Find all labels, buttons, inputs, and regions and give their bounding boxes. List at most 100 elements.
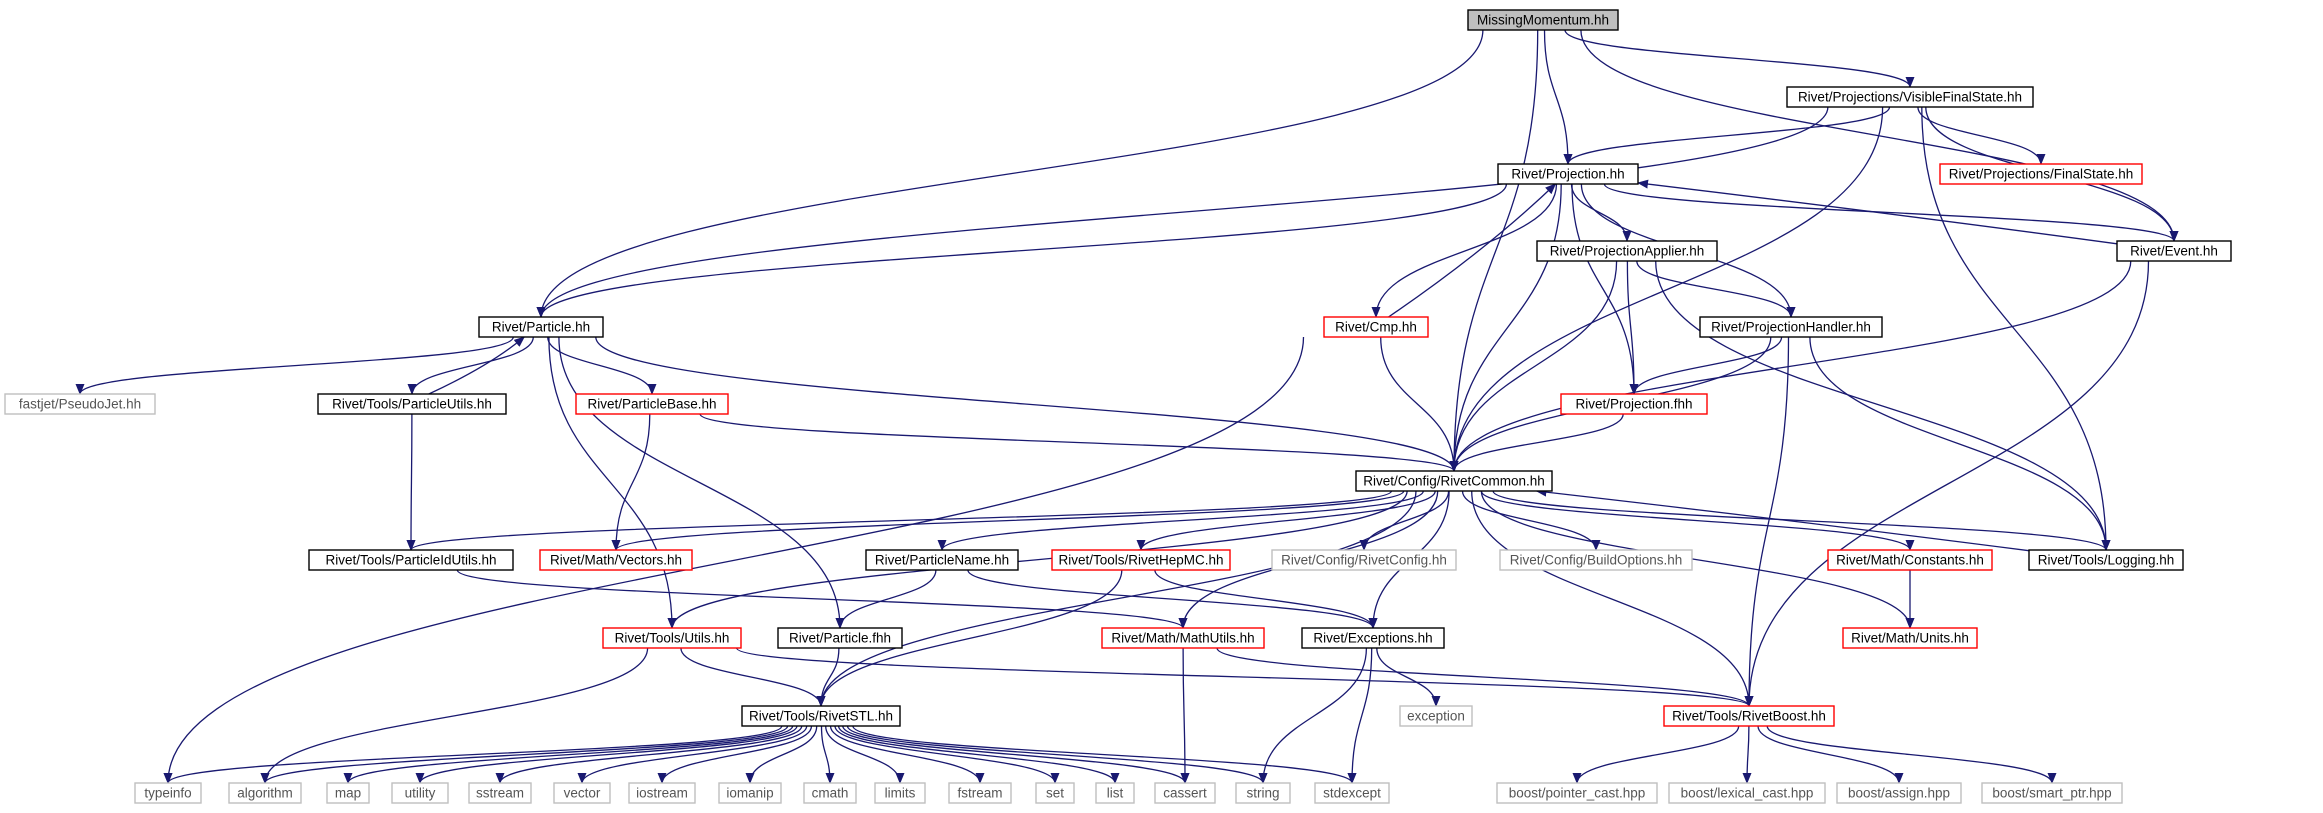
node-pidutils[interactable]: Rivet/Tools/ParticleIdUtils.hh [308, 549, 514, 571]
node-label-particle: Rivet/Particle.hh [492, 320, 590, 335]
edge-putils-to-particle [428, 336, 525, 395]
edge-event-to-proj [1637, 179, 2118, 245]
edge-rboost-to-blexical [1742, 725, 1752, 784]
node-hepmc[interactable]: Rivet/Tools/RivetHepMC.hh [1051, 549, 1231, 571]
node-papp[interactable]: Rivet/ProjectionApplier.hh [1536, 240, 1718, 262]
node-algorithm: algorithm [228, 782, 302, 804]
node-label-rconfig: Rivet/Config/RivetConfig.hh [1281, 553, 1447, 568]
node-label-fs: Rivet/Projections/FinalState.hh [1949, 167, 2134, 182]
node-box-fs [1939, 163, 2143, 185]
node-typeinfo: typeinfo [134, 782, 202, 804]
node-pfh[interactable]: Rivet/Projection.fhh [1560, 393, 1708, 415]
node-box-cmp [1323, 316, 1429, 338]
node-common[interactable]: Rivet/Config/RivetCommon.hh [1355, 470, 1553, 492]
node-box-iomanip [718, 782, 782, 804]
node-label-pidutils: Rivet/Tools/ParticleIdUtils.hh [325, 553, 496, 568]
node-proj[interactable]: Rivet/Projection.hh [1497, 163, 1639, 185]
node-mathutils[interactable]: Rivet/Math/MathUtils.hh [1101, 627, 1265, 649]
edge-proj-to-pfh [1571, 183, 1639, 395]
edge-papp-to-pfh [1626, 260, 1639, 395]
edge-rivetstl-to-cmath [820, 725, 835, 784]
node-pfhh[interactable]: Rivet/Particle.fhh [777, 627, 903, 649]
node-vfs[interactable]: Rivet/Projections/VisibleFinalState.hh [1786, 86, 2034, 108]
node-vectors[interactable]: Rivet/Math/Vectors.hh [539, 549, 693, 571]
edge-hepmc-to-exceptions [1154, 569, 1378, 629]
node-box-stdexcept [1314, 782, 1390, 804]
node-box-iostream [628, 782, 696, 804]
node-box-phandler [1699, 316, 1883, 338]
edge-pbase-to-common [699, 413, 1459, 472]
node-label-fstream: fstream [957, 786, 1002, 801]
edge-event-to-common [1449, 260, 2132, 472]
node-sstream: sstream [468, 782, 532, 804]
node-constants[interactable]: Rivet/Math/Constants.hh [1827, 549, 1993, 571]
edge-common-to-constants [1480, 490, 1915, 551]
node-label-pname: Rivet/ParticleName.hh [875, 553, 1009, 568]
node-iomanip: iomanip [718, 782, 782, 804]
node-rboost[interactable]: Rivet/Tools/RivetBoost.hh [1663, 705, 1835, 727]
node-label-cassert: cassert [1163, 786, 1207, 801]
edge-rivetstl-to-list [837, 725, 1120, 784]
edge-particle-to-pfhh [558, 336, 845, 629]
edge-pname-to-pfhh [835, 569, 937, 629]
node-exceptions[interactable]: Rivet/Exceptions.hh [1301, 627, 1445, 649]
node-label-stdexcept: stdexcept [1323, 786, 1381, 801]
node-bassign: boost/assign.hpp [1836, 782, 1962, 804]
node-label-utility: utility [405, 786, 436, 801]
node-label-pseudojet: fastjet/PseudoJet.hh [19, 397, 141, 412]
edge-hepmc-to-rivetstl [816, 569, 1123, 707]
edge-proj-to-particle [536, 183, 1508, 318]
edge-common-to-buildopt [1461, 490, 1601, 551]
node-utils[interactable]: Rivet/Tools/Utils.hh [602, 627, 742, 649]
node-box-utility [391, 782, 449, 804]
node-box-map [326, 782, 370, 804]
node-phandler[interactable]: Rivet/ProjectionHandler.hh [1699, 316, 1883, 338]
node-box-vectors [539, 549, 693, 571]
node-putils[interactable]: Rivet/Tools/ParticleUtils.hh [317, 393, 507, 415]
node-label-string: string [1246, 786, 1279, 801]
edge-phandler-to-logging [1809, 336, 2111, 551]
node-box-rivetstl [741, 705, 901, 727]
edge-mm-to-particle [536, 29, 1484, 318]
edge-vfs-to-proj [1563, 106, 1891, 165]
edge-mm-to-common [1449, 29, 1539, 472]
node-box-mm [1467, 9, 1619, 31]
node-label-rboost: Rivet/Tools/RivetBoost.hh [1672, 709, 1826, 724]
node-label-algorithm: algorithm [237, 786, 293, 801]
edge-exceptions-to-string [1258, 647, 1368, 784]
edge-mathutils-to-rboost [1216, 647, 1754, 707]
node-label-units: Rivet/Math/Units.hh [1851, 631, 1969, 646]
edge-putils-to-pidutils [406, 413, 416, 551]
edge-rivetstl-to-utility [415, 725, 798, 784]
node-label-rivetstl: Rivet/Tools/RivetSTL.hh [749, 709, 893, 724]
node-label-vector: vector [564, 786, 601, 801]
edge-particle-to-pseudojet [75, 336, 514, 395]
node-pname[interactable]: Rivet/ParticleName.hh [865, 549, 1019, 571]
node-box-vector [553, 782, 611, 804]
edge-utils-to-algorithm [260, 647, 649, 784]
node-rivetstl[interactable]: Rivet/Tools/RivetSTL.hh [741, 705, 901, 727]
edge-rivetstl-to-iomanip [745, 725, 818, 784]
edge-event-to-rboost [1744, 260, 2150, 707]
node-mm[interactable]: MissingMomentum.hh [1467, 9, 1619, 31]
node-blexical: boost/lexical_cast.hpp [1668, 782, 1826, 804]
node-event[interactable]: Rivet/Event.hh [2116, 240, 2232, 262]
node-label-putils: Rivet/Tools/ParticleUtils.hh [332, 397, 492, 412]
node-label-sstream: sstream [476, 786, 524, 801]
node-box-pname [865, 549, 1019, 571]
node-label-limits: limits [885, 786, 916, 801]
node-units[interactable]: Rivet/Math/Units.hh [1842, 627, 1978, 649]
edge-particle-to-putils [407, 336, 534, 395]
edge-vfs-to-fs [1917, 106, 2046, 165]
node-particle[interactable]: Rivet/Particle.hh [478, 316, 604, 338]
node-pbase[interactable]: Rivet/ParticleBase.hh [575, 393, 729, 415]
node-cmp[interactable]: Rivet/Cmp.hh [1323, 316, 1429, 338]
edge-pidutils-to-mathutils [456, 569, 1188, 629]
node-box-papp [1536, 240, 1718, 262]
node-logging[interactable]: Rivet/Tools/Logging.hh [2028, 549, 2184, 571]
node-fs[interactable]: Rivet/Projections/FinalState.hh [1939, 163, 2143, 185]
node-list: list [1095, 782, 1135, 804]
node-box-list [1095, 782, 1135, 804]
edge-proj-to-event [1603, 183, 2179, 242]
